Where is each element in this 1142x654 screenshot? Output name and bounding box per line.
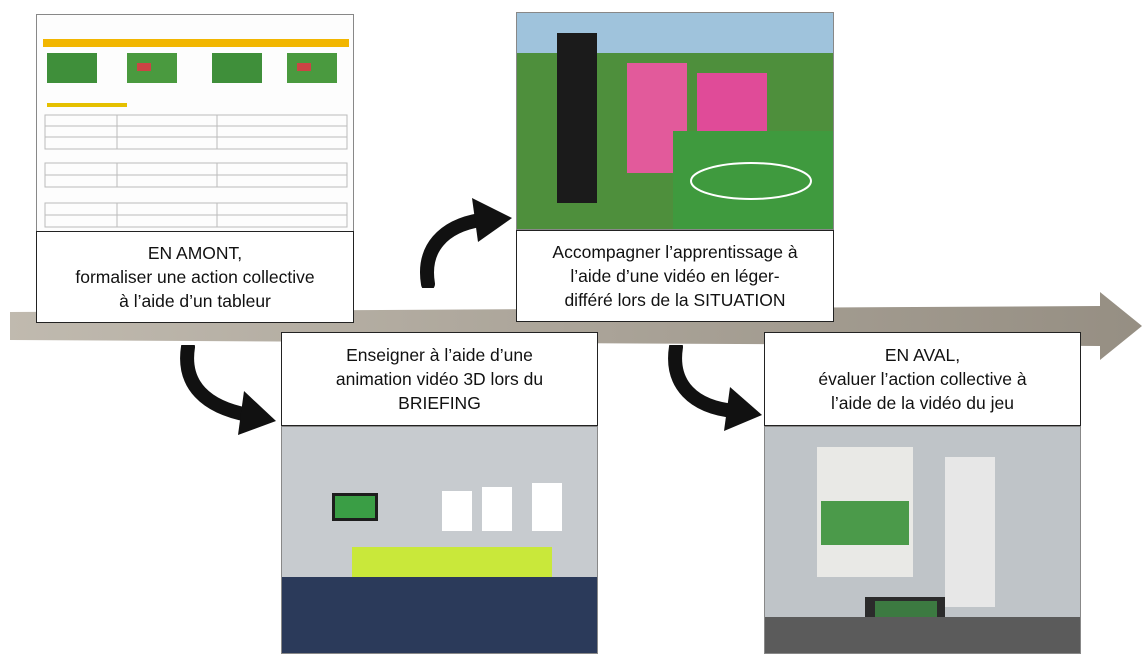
- curved-arrow-icon: [180, 345, 276, 435]
- curved-arrow-icon: [668, 345, 762, 431]
- evaluation-room-photo: [764, 426, 1081, 654]
- step-situation-label: Accompagner l’apprentissage à l’aide d’u…: [516, 230, 834, 322]
- briefing-room-photo: [281, 426, 598, 654]
- curved-arrow-icon: [420, 198, 512, 288]
- step-aval-label: EN AVAL, évaluer l’action collective à l…: [764, 332, 1081, 426]
- step-briefing-label: Enseigner à l’aide d’une animation vidéo…: [281, 332, 598, 426]
- field-coaching-photo: [516, 12, 834, 230]
- spreadsheet-image: [36, 14, 354, 232]
- step-amont-label: EN AMONT, formaliser une action collecti…: [36, 231, 354, 323]
